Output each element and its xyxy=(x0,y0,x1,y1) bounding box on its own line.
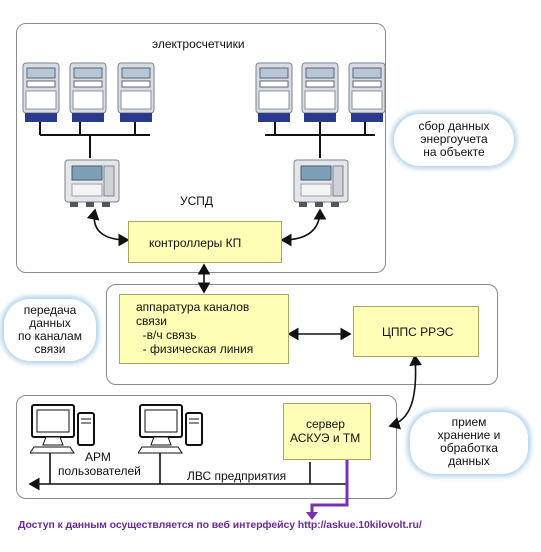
meters-title: электросчетчики xyxy=(152,37,245,51)
web-access-note[interactable]: Доступ к данным осуществляется по веб ин… xyxy=(18,519,422,531)
arm-label-1: АРМ xyxy=(85,450,111,464)
server-line-1: сервер xyxy=(306,417,345,431)
equipment-line-2: связи xyxy=(136,314,167,328)
electricity-meter-icon xyxy=(117,62,155,122)
electricity-meter-icon xyxy=(301,62,339,122)
electricity-meter-icon xyxy=(22,62,60,122)
computer-workstation-icon xyxy=(138,404,203,454)
tag-data-transmission: передача данных по каналам связи xyxy=(4,299,96,361)
controllers-box: контроллеры КП xyxy=(128,221,282,263)
channel-equipment-box: аппаратура каналов связи -в/ч связь - фи… xyxy=(119,294,289,364)
tag-data-processing: прием хранение и обработка данных xyxy=(410,412,528,474)
equipment-line-3: -в/ч связь xyxy=(136,328,197,342)
electricity-meter-icon xyxy=(348,62,386,122)
electricity-meter-icon xyxy=(255,62,293,122)
server-box: сервер АСКУЭ и ТМ xyxy=(283,403,371,460)
equipment-line-1: аппаратура каналов xyxy=(136,300,250,314)
meter-bus-left xyxy=(39,122,150,158)
arm-label-2: пользователей xyxy=(58,464,141,478)
web-access-line xyxy=(310,457,349,515)
cpps-box: ЦППС РРЭС xyxy=(353,306,479,357)
lan-label: ЛВС предприятия xyxy=(187,469,287,483)
meter-bus-right xyxy=(265,122,375,158)
lan-bus xyxy=(28,450,348,491)
uspd-controller-icon xyxy=(64,159,120,207)
arrow-left-controller xyxy=(86,208,130,247)
arrow-right-controller xyxy=(280,208,327,247)
uspd-label: УСПД xyxy=(180,194,214,208)
uspd-controller-icon xyxy=(293,159,349,207)
equipment-line-4: - физическая линия xyxy=(136,342,254,356)
cpps-label: ЦППС РРЭС xyxy=(382,325,454,339)
electricity-meter-icon xyxy=(69,62,107,122)
computer-workstation-icon xyxy=(30,404,95,454)
controllers-label: контроллеры КП xyxy=(149,236,242,250)
tag-data-collection: сбор данных энергоучета на объекте xyxy=(394,114,514,166)
arrow-cpps-server xyxy=(388,354,423,430)
server-line-2: АСКУЭ и ТМ xyxy=(290,431,361,445)
